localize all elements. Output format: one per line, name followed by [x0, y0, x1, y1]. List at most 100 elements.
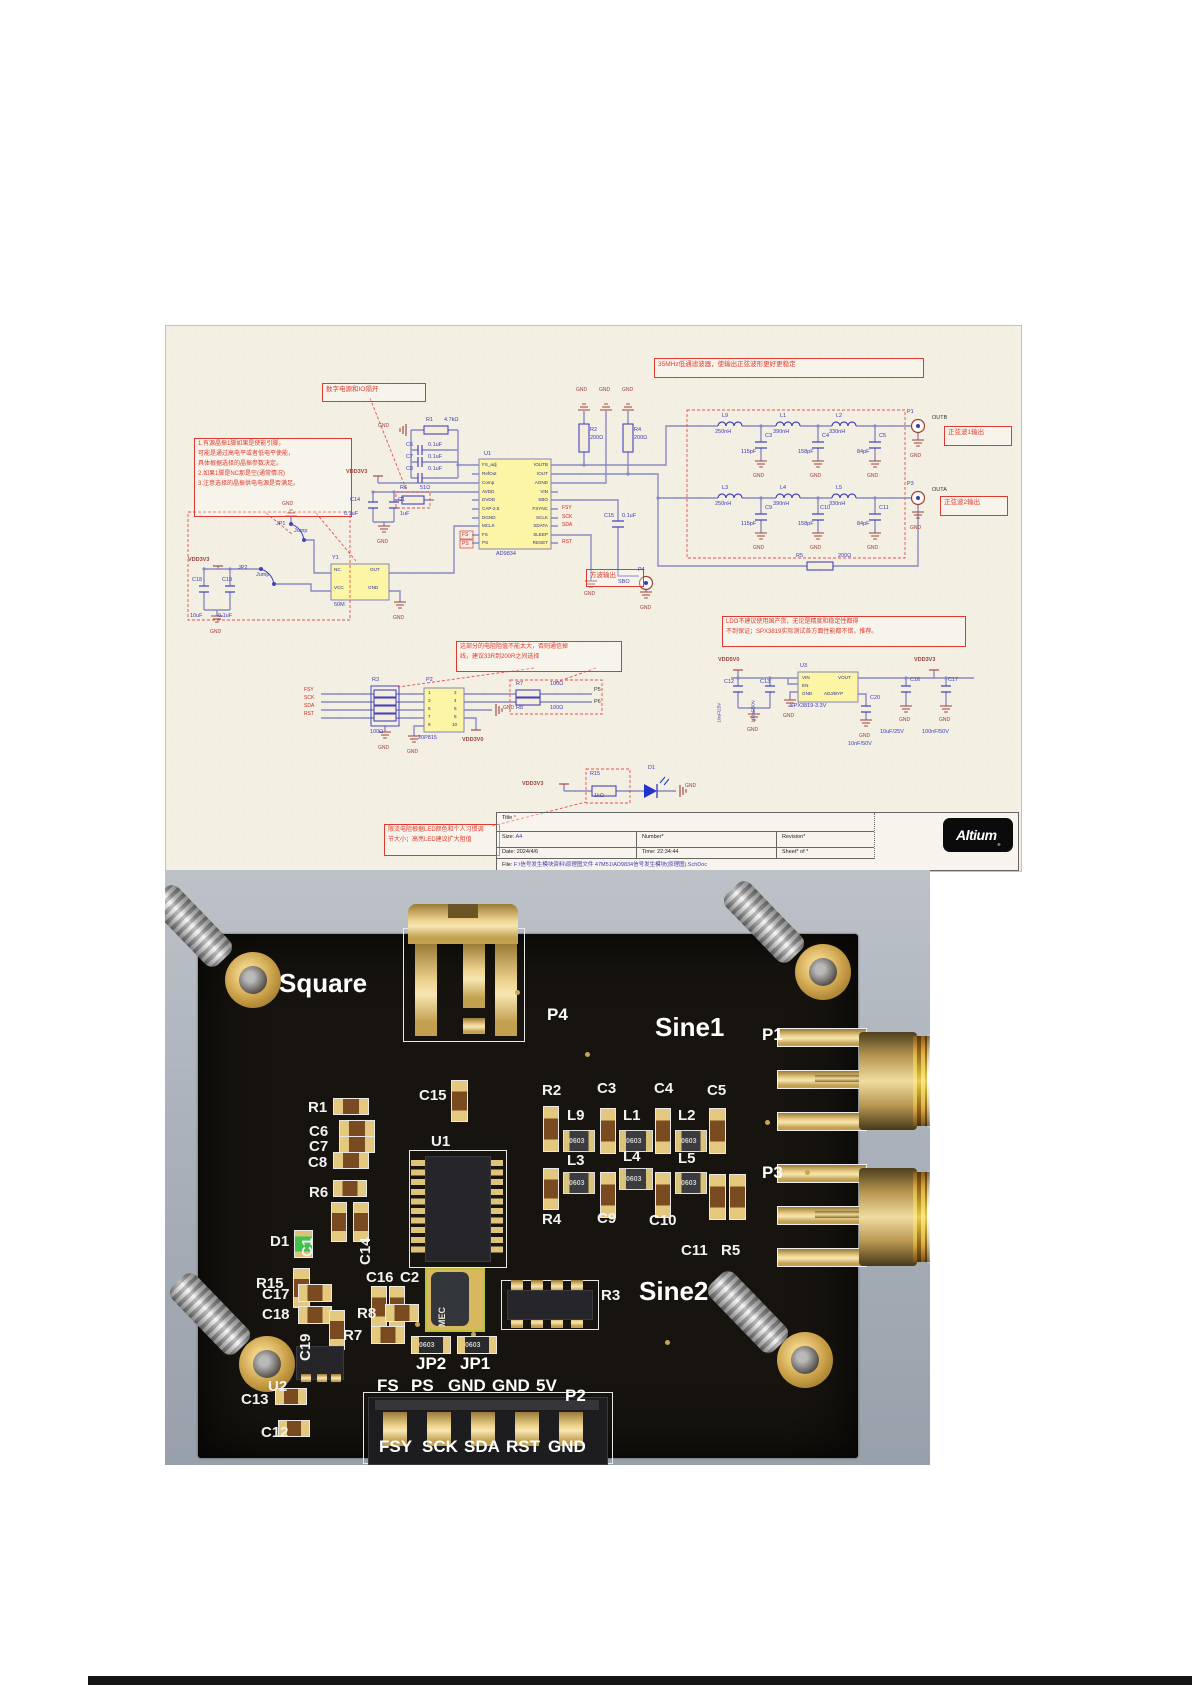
sch-labels-text: 1uF	[400, 511, 410, 517]
pcb-labels-text: C4	[654, 1080, 674, 1097]
p4-pin-right	[495, 944, 517, 1036]
resistor-network-box	[370, 685, 400, 727]
sch-labels-text: C11	[879, 505, 889, 511]
titleblock-revision: Revision*	[777, 832, 874, 848]
titleblock-date: Date: 2024/4/6	[497, 848, 637, 859]
sch-labels-text: GND	[378, 423, 390, 429]
pcb-labels-text: C18	[262, 1306, 290, 1323]
sch-labels-text: 100nF/50V	[750, 700, 756, 723]
sch-labels-text: 10nF/50V	[848, 741, 872, 747]
sch-labels-text: FS	[482, 532, 488, 537]
sch-labels-text: VIN	[802, 675, 810, 680]
sch-labels-text: 115pF	[741, 449, 757, 455]
sch-labels-text: VDD3V3	[346, 469, 368, 475]
titleblock-title: Title *	[497, 813, 874, 832]
titleblock-file: File: F:\信号发生模块资料\原理图文件 47M51\AD9834信号发生…	[502, 862, 708, 868]
sch-labels-text: GND	[783, 713, 795, 719]
sch-labels-text: GND	[210, 629, 222, 635]
sch-labels-text: 8	[454, 714, 457, 719]
sch-labels-text: C7	[406, 454, 414, 460]
sch-labels-text: L4	[780, 485, 787, 491]
sch-labels-text: 100Ω	[370, 729, 384, 735]
sch-labels-text: GND	[810, 545, 822, 551]
titleblock-size: Size: A4	[497, 832, 637, 848]
sch-labels-text: R8	[516, 705, 524, 711]
sch-labels-text: U1	[484, 451, 492, 457]
pcb-labels-text: L5	[678, 1150, 696, 1167]
l2-part	[675, 1130, 707, 1152]
sch-labels-text: C1	[398, 497, 406, 503]
pcb-labels-text: R7	[343, 1327, 363, 1344]
sch-labels-text: C6	[406, 442, 414, 448]
sch-labels-text: 100nF/50V	[922, 729, 949, 735]
pcb-labels-text: GND	[548, 1437, 586, 1456]
pcb-labels-text: C7	[309, 1138, 329, 1155]
pcb-labels-text: U1	[431, 1133, 451, 1150]
sch-labels-text: SDA	[304, 703, 315, 709]
pcb-labels-text: C9	[597, 1210, 617, 1227]
resistors	[373, 423, 834, 797]
sch-labels-text: P6	[594, 699, 601, 705]
sch-labels-text: GND	[282, 501, 294, 507]
pcb-labels-text: 0603	[626, 1176, 642, 1183]
u2-pad	[331, 1374, 341, 1382]
sch-labels-text: 10uF/25V	[880, 729, 904, 735]
pcb-labels-text: D1	[270, 1233, 290, 1250]
sch-labels-text: Jump	[256, 572, 270, 578]
sch-labels-text: FSY	[304, 687, 314, 693]
sch-labels-text: SDATA	[533, 523, 548, 528]
sch-labels-text: GND	[685, 783, 697, 789]
pcb-labels-text: C17	[262, 1286, 290, 1303]
crystal-can	[431, 1272, 469, 1326]
pcb-labels-text: Sine1	[655, 1012, 725, 1042]
pcb-labels-text: 0603	[569, 1180, 585, 1187]
sch-labels-text: C3	[765, 433, 773, 439]
sch-labels-text: GND	[393, 615, 405, 621]
sch-labels-text: MCLK	[482, 523, 495, 528]
l3-part	[563, 1172, 595, 1194]
annotation-note: 这部分的电阻阻值不能太大，否则通信掉线，建议33R到200R之间选择	[456, 641, 622, 672]
pcb-labels-text: C6	[309, 1123, 329, 1140]
pcb-labels-text: 5V	[536, 1376, 557, 1395]
u1-pins-left	[411, 1160, 425, 1256]
sch-labels-text: GND	[584, 591, 596, 597]
p4-pin-middle	[463, 944, 485, 1008]
sch-labels-text: P1	[907, 409, 914, 415]
pcb-labels-text: C10	[649, 1212, 677, 1229]
c15-part	[451, 1080, 468, 1122]
sch-labels-text: RefOut	[482, 471, 497, 476]
c14-part	[353, 1202, 369, 1242]
sch-labels-text: EN	[802, 683, 809, 688]
sch-labels-text: C13	[760, 679, 771, 685]
sch-labels-text: 250nH	[715, 501, 732, 507]
titleblock-number: Number*	[637, 832, 777, 848]
p4-pin-left	[415, 944, 437, 1036]
sch-labels-text: OUTB	[932, 415, 948, 421]
annotation-note: 正弦波2输出	[940, 496, 1008, 516]
c4-part	[655, 1108, 671, 1154]
sch-labels-text: DVDD	[482, 497, 496, 502]
annotation-note: 数字电源和IO隔开	[322, 383, 426, 402]
sch-labels-text: C9	[765, 505, 773, 511]
sch-labels-text: IOUTB	[533, 462, 548, 467]
sch-labels-text: GND	[910, 453, 922, 459]
sch-labels-text: 0.1uF	[218, 613, 233, 619]
pcb-labels-text: FSY	[379, 1437, 413, 1456]
u1-silk-outline	[409, 1150, 507, 1268]
annotation-note: 35MHz低通滤波器，使输出正弦波形更好更稳定	[654, 358, 924, 378]
sch-labels-text: VDD3V3	[522, 781, 544, 787]
led-diode	[644, 776, 670, 798]
sch-labels-text: R5	[796, 553, 804, 559]
sch-labels-text: GND	[407, 749, 419, 755]
sch-labels-text: 0.1uF	[428, 454, 443, 460]
sch-labels-text: 51Ω	[420, 485, 431, 491]
p4-connector-notch	[448, 904, 478, 918]
r3-silk	[501, 1280, 599, 1330]
sch-labels-text: 0.1uF	[622, 513, 637, 519]
sch-labels-text: SCK	[562, 514, 573, 520]
r8-part	[385, 1304, 419, 1322]
sch-labels-text: 4	[454, 698, 457, 703]
component-bodies	[330, 458, 859, 733]
sch-labels-text: SBO	[618, 579, 630, 585]
capacitor-plates	[199, 441, 951, 713]
